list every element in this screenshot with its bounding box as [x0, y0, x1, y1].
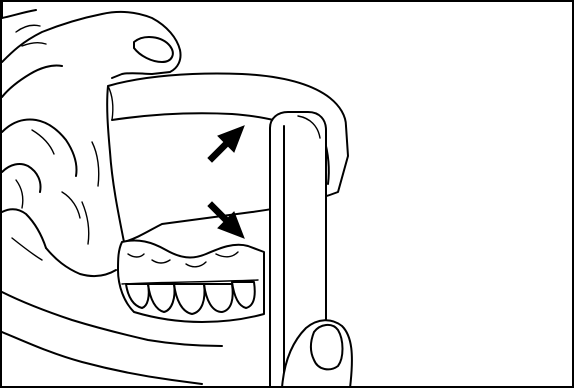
denture-teeth [118, 240, 264, 322]
